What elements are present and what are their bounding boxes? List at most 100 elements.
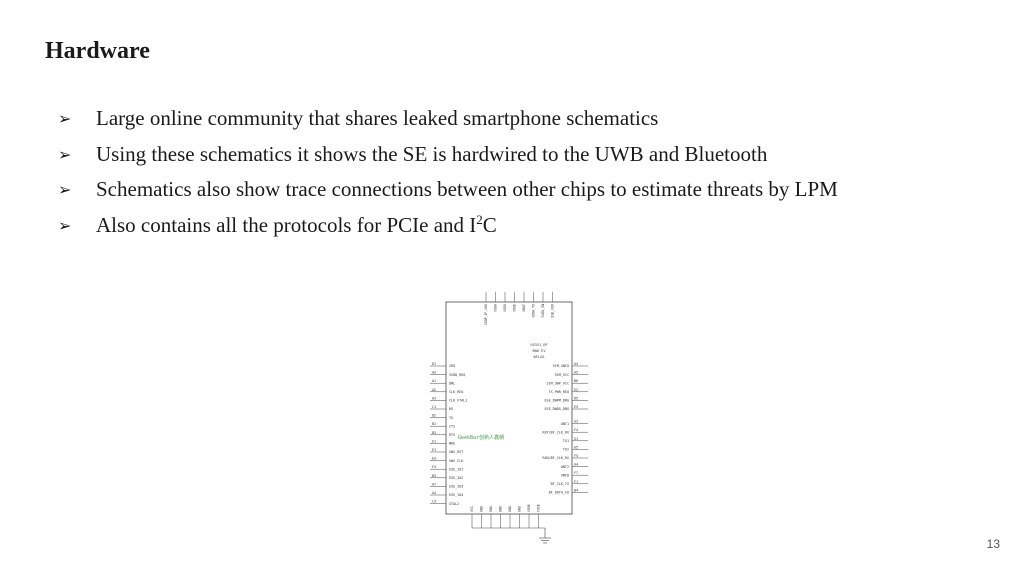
svg-text:F7: F7: [574, 471, 578, 475]
svg-text:A4: A4: [574, 362, 578, 366]
svg-text:B3: B3: [432, 431, 436, 435]
arrow-bullet-icon: ➢: [58, 180, 72, 199]
superscript-2: 2: [476, 211, 483, 227]
schematic-pin: VDDP_IF_VDD: [484, 292, 488, 325]
svg-text:SIM_SWP_VCC: SIM_SWP_VCC: [547, 381, 569, 385]
svg-text:GND: GND: [518, 506, 522, 512]
schematic-pin: SVDD_IN: [541, 292, 545, 317]
arrow-bullet-icon: ➢: [58, 215, 72, 235]
schematic-pin: VDDA_TX: [532, 292, 536, 317]
chip-part: BN6 EV: [533, 349, 547, 353]
svg-text:VDDD: VDDD: [503, 304, 507, 312]
svg-text:ESE_IO3: ESE_IO3: [449, 485, 463, 489]
svg-text:BF_DATA_IO: BF_DATA_IO: [549, 491, 569, 495]
svg-text:SVDD_IN: SVDD_IN: [541, 304, 545, 318]
svg-text:B6: B6: [574, 379, 578, 383]
right-pin-group: A4SIM_SWIOA5SIM_VCCB6SIM_SWP_VCCE2TX_PWR…: [542, 362, 588, 495]
svg-text:TX: TX: [449, 416, 454, 420]
svg-text:G3: G3: [574, 420, 578, 424]
svg-text:RXP/BF_CLK_RX: RXP/BF_CLK_RX: [542, 430, 569, 434]
svg-text:VSS: VSS: [470, 506, 474, 512]
svg-text:A3: A3: [432, 371, 436, 375]
chip-body: [445, 301, 573, 515]
svg-text:SWX_RST: SWX_RST: [449, 450, 463, 454]
schematic-pin: VDDA: [494, 292, 498, 312]
bullet-text-main: Also contains all the protocols for PCIe…: [96, 212, 477, 237]
svg-text:G5: G5: [574, 445, 578, 449]
svg-text:DWL: DWL: [449, 381, 455, 385]
bullet-text: Large online community that shares leake…: [96, 106, 659, 130]
schematic-pin: GND: [499, 506, 503, 528]
svg-text:B4: B4: [574, 488, 578, 492]
svg-text:RX: RX: [449, 407, 454, 411]
svg-text:A3: A3: [432, 396, 436, 400]
svg-text:VMID: VMID: [561, 473, 569, 477]
chip-name: U5351_RF: [530, 343, 547, 347]
page-number: 13: [986, 537, 1000, 551]
svg-text:ESE_IO1: ESE_IO1: [449, 467, 463, 471]
svg-text:SIM_SWIO: SIM_SWIO: [553, 364, 569, 368]
bullet-text: Schematics also show trace connections b…: [96, 177, 838, 201]
bullet-text: Using these schematics it shows the SE i…: [96, 141, 768, 166]
svg-text:TX2: TX2: [563, 448, 569, 452]
svg-text:ESE_DWPM_DBG: ESE_DWPM_DBG: [545, 399, 570, 403]
svg-text:CLK_XTAL1: CLK_XTAL1: [449, 399, 467, 403]
svg-text:WKE: WKE: [449, 442, 455, 446]
svg-text:SVDD_REQ: SVDD_REQ: [449, 373, 465, 377]
svg-text:C1: C1: [432, 405, 436, 409]
svg-text:G1: G1: [574, 437, 578, 441]
schematic-image: U5351_RF BN6 EV WFLGA GeekBar创新人鑫朝 D1IRQ…: [424, 288, 594, 550]
svg-text:ANT2: ANT2: [561, 465, 569, 469]
svg-text:D2: D2: [432, 414, 436, 418]
svg-text:E4: E4: [432, 457, 436, 461]
bullet-text: Also contains all the protocols for PCIe…: [96, 208, 978, 244]
svg-text:F4: F4: [432, 465, 436, 469]
svg-text:BF_CLK_TX: BF_CLK_TX: [551, 482, 570, 486]
svg-text:GND: GND: [499, 506, 503, 512]
svg-text:A5: A5: [574, 371, 578, 375]
slide-title: Hardware: [45, 38, 150, 64]
svg-text:C3: C3: [432, 500, 436, 504]
svg-text:G4: G4: [574, 463, 578, 467]
svg-text:E1: E1: [432, 439, 436, 443]
svg-text:E2: E2: [574, 388, 578, 392]
schematic-pin: ESE_VDD: [551, 292, 555, 317]
svg-text:GND: GND: [489, 506, 493, 512]
svg-text:ESE_DWDG_DBG: ESE_DWDG_DBG: [545, 407, 570, 411]
svg-text:RXN/BF_CLK_RX: RXN/BF_CLK_RX: [542, 456, 569, 460]
bullet-list: ➢ Large online community that shares lea…: [58, 101, 978, 243]
bullet-item: ➢ Schematics also show trace connections…: [58, 172, 978, 208]
svg-text:SIM_VCC: SIM_VCC: [555, 373, 569, 377]
schematic-pin: VSS: [470, 506, 474, 528]
svg-text:CLK_REQ: CLK_REQ: [449, 390, 463, 394]
bullet-item: ➢ Also contains all the protocols for PC…: [58, 208, 978, 244]
svg-text:D5: D5: [574, 396, 578, 400]
svg-text:ESE_IO2: ESE_IO2: [449, 476, 463, 480]
svg-text:RTS: RTS: [449, 433, 455, 437]
svg-text:F1: F1: [574, 480, 578, 484]
svg-text:D1: D1: [432, 362, 436, 366]
watermark-text: GeekBar创新人鑫朝: [458, 434, 504, 441]
svg-text:CTS: CTS: [449, 424, 455, 428]
svg-text:VDDA_TX: VDDA_TX: [532, 304, 536, 318]
